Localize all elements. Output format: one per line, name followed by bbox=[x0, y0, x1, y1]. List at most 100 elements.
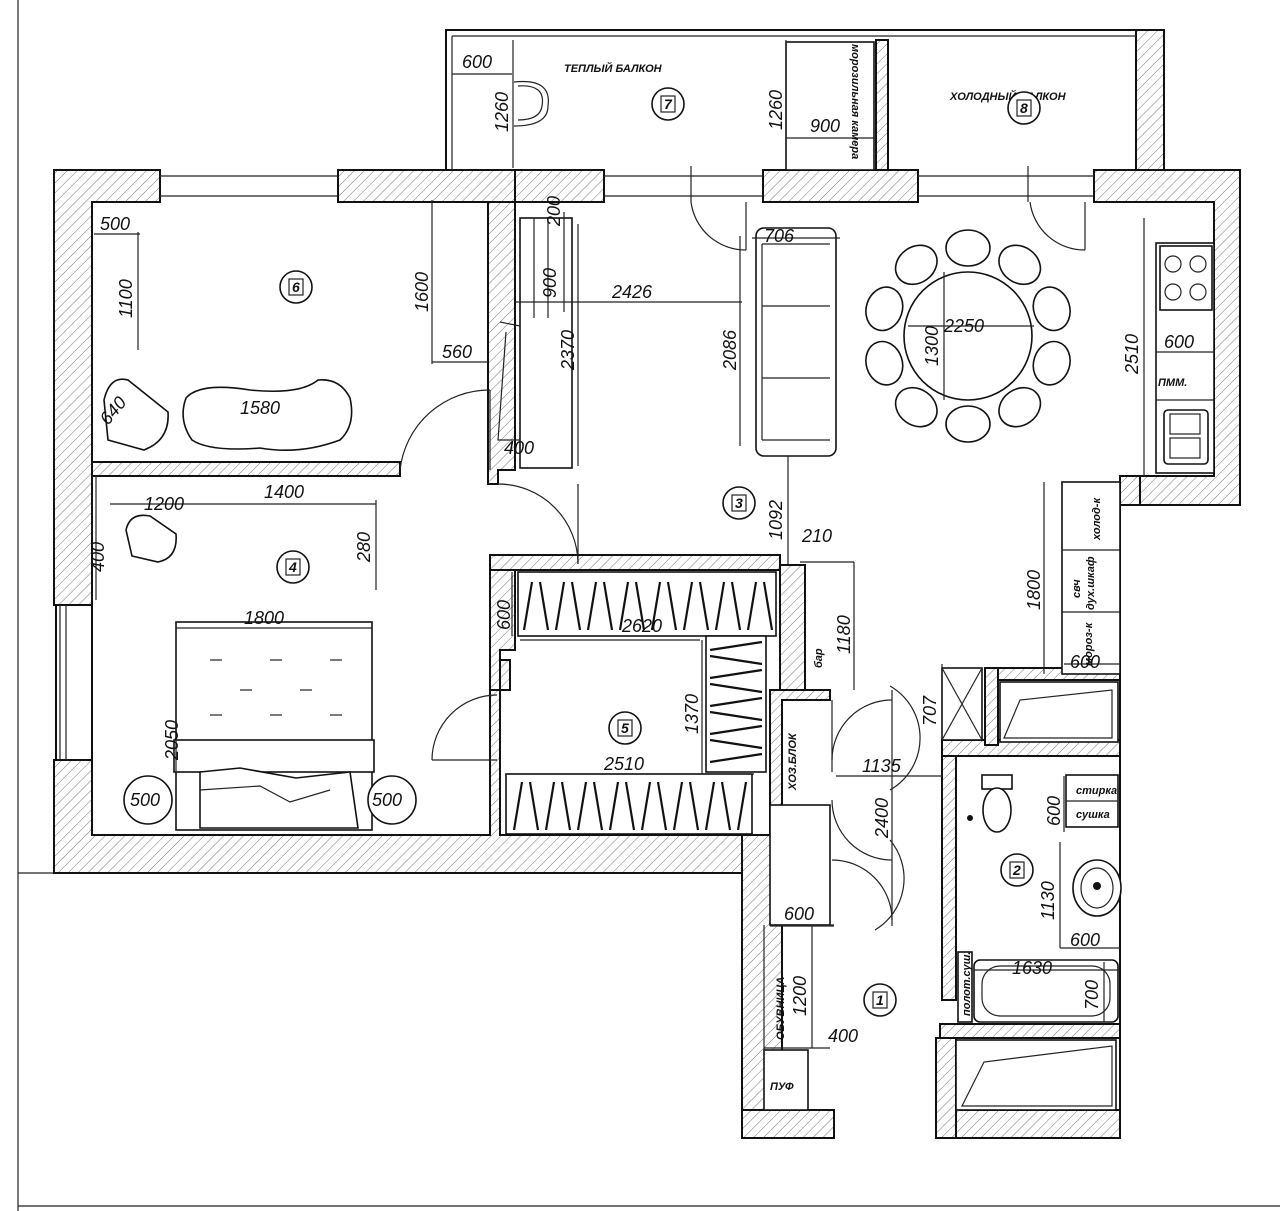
dim-1300: 1300 bbox=[922, 326, 942, 366]
pouf-label: ПУФ bbox=[770, 1081, 794, 1093]
hanger bbox=[709, 710, 763, 722]
room-marker-5: 5 bbox=[608, 711, 642, 745]
hanger bbox=[554, 581, 566, 631]
dining-chair bbox=[945, 229, 991, 267]
hanger bbox=[666, 581, 678, 631]
room-marker-3: 3 bbox=[722, 486, 756, 520]
dining-chair bbox=[998, 244, 1042, 286]
svg-text:3: 3 bbox=[735, 495, 743, 511]
dim-600-bath: 600 bbox=[1044, 796, 1064, 826]
hanger bbox=[709, 724, 763, 736]
hanger bbox=[746, 581, 758, 631]
oven-label: дух.шкаф bbox=[1085, 556, 1097, 610]
room-marker-2: 2 bbox=[1000, 853, 1034, 887]
svg-text:5: 5 bbox=[621, 720, 629, 736]
dim-2620: 2620 bbox=[621, 616, 662, 636]
hanger bbox=[656, 781, 668, 831]
hanger bbox=[624, 781, 636, 831]
room-marker-1: 1 bbox=[863, 983, 897, 1017]
hanger bbox=[634, 581, 646, 631]
hanger bbox=[704, 781, 716, 831]
dim-2400: 2400 bbox=[872, 798, 892, 839]
sofa bbox=[755, 227, 837, 457]
dim-1600: 1600 bbox=[412, 272, 432, 312]
shafts bbox=[941, 667, 1119, 1111]
dim-1200-hall: 1200 bbox=[790, 976, 810, 1016]
room6-furniture bbox=[103, 378, 353, 452]
dim-2250: 2250 bbox=[943, 316, 984, 336]
hanger bbox=[688, 781, 700, 831]
dimension-labels: 600 1260 1260 900 500 1100 1600 560 640 … bbox=[88, 52, 1194, 1046]
hanger bbox=[720, 781, 732, 831]
dim-1180: 1180 bbox=[834, 615, 854, 654]
room-markers: 1 2 3 4 5 6 7 8 bbox=[276, 87, 1041, 1017]
dim-1200-room4: 1200 bbox=[144, 494, 184, 514]
pmm-label: ПММ. bbox=[1158, 377, 1187, 389]
dimension-lines bbox=[94, 40, 1214, 1049]
dim-700: 700 bbox=[1082, 980, 1102, 1010]
hanger bbox=[709, 696, 763, 708]
hanger bbox=[602, 581, 614, 631]
shoes-label: ОБУВНИЦА bbox=[775, 977, 787, 1040]
freezer-label: мороз-к bbox=[1083, 621, 1095, 666]
dim-1370: 1370 bbox=[682, 694, 702, 734]
hanger bbox=[608, 781, 620, 831]
towel-dryer-label: полот.суш. bbox=[961, 952, 973, 1016]
dim-400-hall: 400 bbox=[828, 1026, 858, 1046]
dining-table bbox=[865, 229, 1071, 443]
dim-400-closet: 400 bbox=[504, 438, 534, 458]
hanger bbox=[650, 581, 662, 631]
dim-900-balcony: 900 bbox=[810, 116, 840, 136]
kitchen-unit bbox=[1061, 242, 1215, 675]
dim-1630: 1630 bbox=[1012, 958, 1052, 978]
bathroom-fixtures bbox=[957, 774, 1122, 1023]
hanger bbox=[714, 581, 726, 631]
windows bbox=[160, 175, 1094, 197]
hanger bbox=[736, 781, 748, 831]
bar-label: бар bbox=[813, 648, 825, 668]
dim-600-wardrobe: 600 bbox=[494, 600, 514, 630]
svg-text:7: 7 bbox=[664, 96, 673, 112]
hanger bbox=[709, 738, 763, 750]
hanger bbox=[709, 682, 763, 694]
dim-1135: 1135 bbox=[862, 756, 902, 776]
hanger bbox=[640, 781, 652, 831]
dim-2426: 2426 bbox=[611, 282, 653, 302]
dim-2510-wardrobe: 2510 bbox=[603, 754, 644, 774]
hanger bbox=[522, 581, 534, 631]
dining-chair bbox=[1032, 286, 1071, 332]
dim-500-left: 500 bbox=[130, 790, 160, 810]
room-marker-4: 4 bbox=[276, 550, 310, 584]
dim-1580: 1580 bbox=[240, 398, 280, 418]
utility-shelves bbox=[763, 804, 834, 1111]
svg-text:4: 4 bbox=[288, 559, 297, 575]
dim-707: 707 bbox=[920, 695, 940, 726]
dim-500-right: 500 bbox=[372, 790, 402, 810]
hanger bbox=[762, 581, 774, 631]
dim-400-room4: 400 bbox=[88, 542, 108, 572]
fridge-label: холод-к bbox=[1091, 497, 1103, 541]
washer-label: стирка bbox=[1076, 785, 1117, 797]
svg-text:6: 6 bbox=[292, 279, 300, 295]
svg-text:1: 1 bbox=[876, 992, 884, 1008]
hanger bbox=[682, 581, 694, 631]
dryer-label: сушка bbox=[1076, 809, 1110, 821]
door-swings bbox=[399, 166, 1086, 931]
hanger bbox=[538, 581, 550, 631]
dining-chair bbox=[998, 386, 1042, 428]
dim-500-room6: 500 bbox=[100, 214, 130, 234]
hanger bbox=[560, 781, 572, 831]
dim-600-kitchen: 600 bbox=[1164, 332, 1194, 352]
closet-block bbox=[497, 217, 573, 469]
exterior-walls bbox=[53, 29, 1241, 1139]
hanger bbox=[618, 581, 630, 631]
dim-1100: 1100 bbox=[116, 279, 136, 318]
hanger bbox=[544, 781, 556, 831]
dim-1092: 1092 bbox=[766, 500, 786, 540]
hanger bbox=[709, 654, 763, 666]
dim-600-balcony: 600 bbox=[462, 52, 492, 72]
dim-1260-right: 1260 bbox=[766, 90, 786, 130]
dim-2086: 2086 bbox=[720, 329, 740, 371]
dim-706: 706 bbox=[764, 226, 795, 246]
